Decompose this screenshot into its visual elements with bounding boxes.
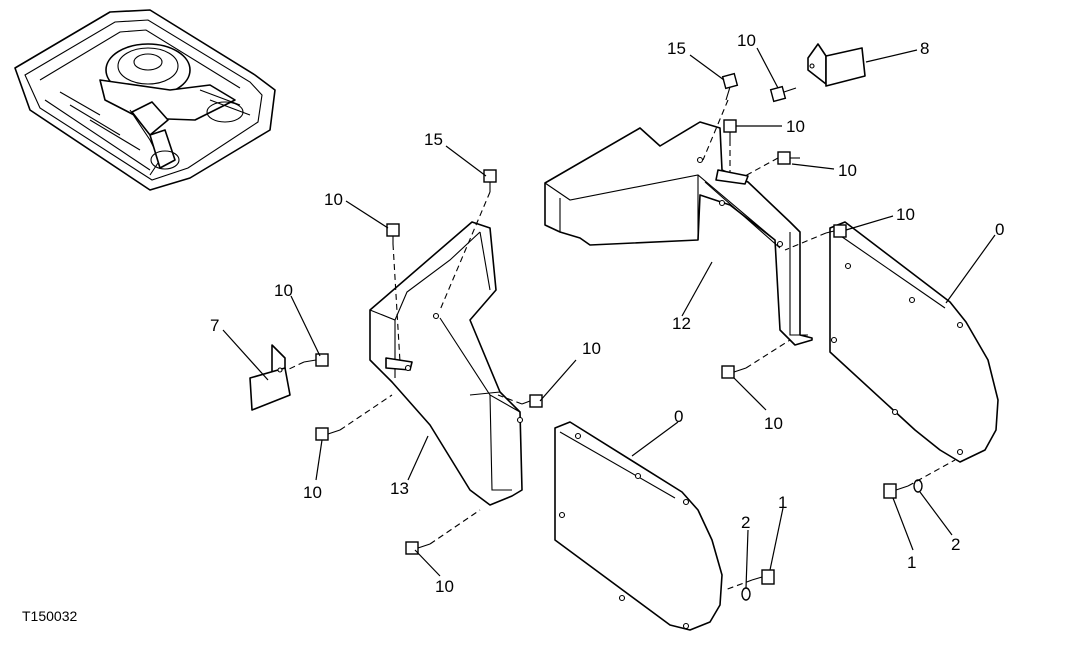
cover-plate-right [829, 221, 999, 463]
cap-screw [315, 427, 341, 441]
track-frame-overview [14, 9, 276, 191]
callout-10: 10 [435, 577, 454, 596]
callout-10: 10 [324, 190, 343, 209]
cap-screw [769, 85, 797, 103]
callout-0: 0 [674, 407, 683, 426]
callout-10: 10 [303, 483, 322, 502]
callout-2: 2 [741, 513, 750, 532]
callout-10: 10 [786, 117, 805, 136]
callout-13: 13 [390, 479, 409, 498]
assembly-lines [286, 99, 956, 591]
leader-lines [222, 47, 996, 589]
washers [741, 479, 923, 601]
cover-plate-left [554, 421, 723, 631]
washer [913, 479, 923, 493]
cap-screw [483, 169, 497, 192]
callout-10: 10 [737, 31, 756, 50]
cap-screw [883, 483, 909, 499]
cap-screw [825, 224, 847, 238]
bracket-part-8 [807, 43, 866, 87]
cap-screw [521, 394, 543, 408]
callout-10: 10 [274, 281, 293, 300]
callout-0: 0 [995, 220, 1004, 239]
callout-15: 15 [667, 39, 686, 58]
cap-screw [386, 223, 400, 244]
callout-10: 10 [896, 205, 915, 224]
callout-1: 1 [907, 553, 916, 572]
cap-screw [303, 353, 329, 367]
callout-12: 12 [672, 314, 691, 333]
cap-screw [777, 151, 800, 165]
cap-screw [723, 119, 737, 140]
callout-2: 2 [951, 535, 960, 554]
cap-screw [751, 569, 775, 585]
callout-1: 1 [778, 493, 787, 512]
callout-7: 7 [210, 316, 219, 335]
shield-part-12 [544, 121, 813, 346]
bracket-part-7 [249, 344, 291, 411]
callout-15: 15 [424, 130, 443, 149]
cap-screw [721, 72, 739, 101]
callout-10: 10 [838, 161, 857, 180]
callout-8: 8 [920, 39, 929, 58]
cap-screw [721, 365, 747, 379]
cap-screws [303, 72, 909, 585]
figure-id: T150032 [22, 608, 77, 624]
callout-10: 10 [764, 414, 783, 433]
callout-10: 10 [582, 339, 601, 358]
callout-labels: 15 10 8 10 10 10 12 0 10 15 10 10 7 10 1… [210, 31, 1004, 596]
cap-screw [405, 541, 431, 555]
shield-part-13 [369, 221, 524, 506]
washer [741, 587, 751, 601]
